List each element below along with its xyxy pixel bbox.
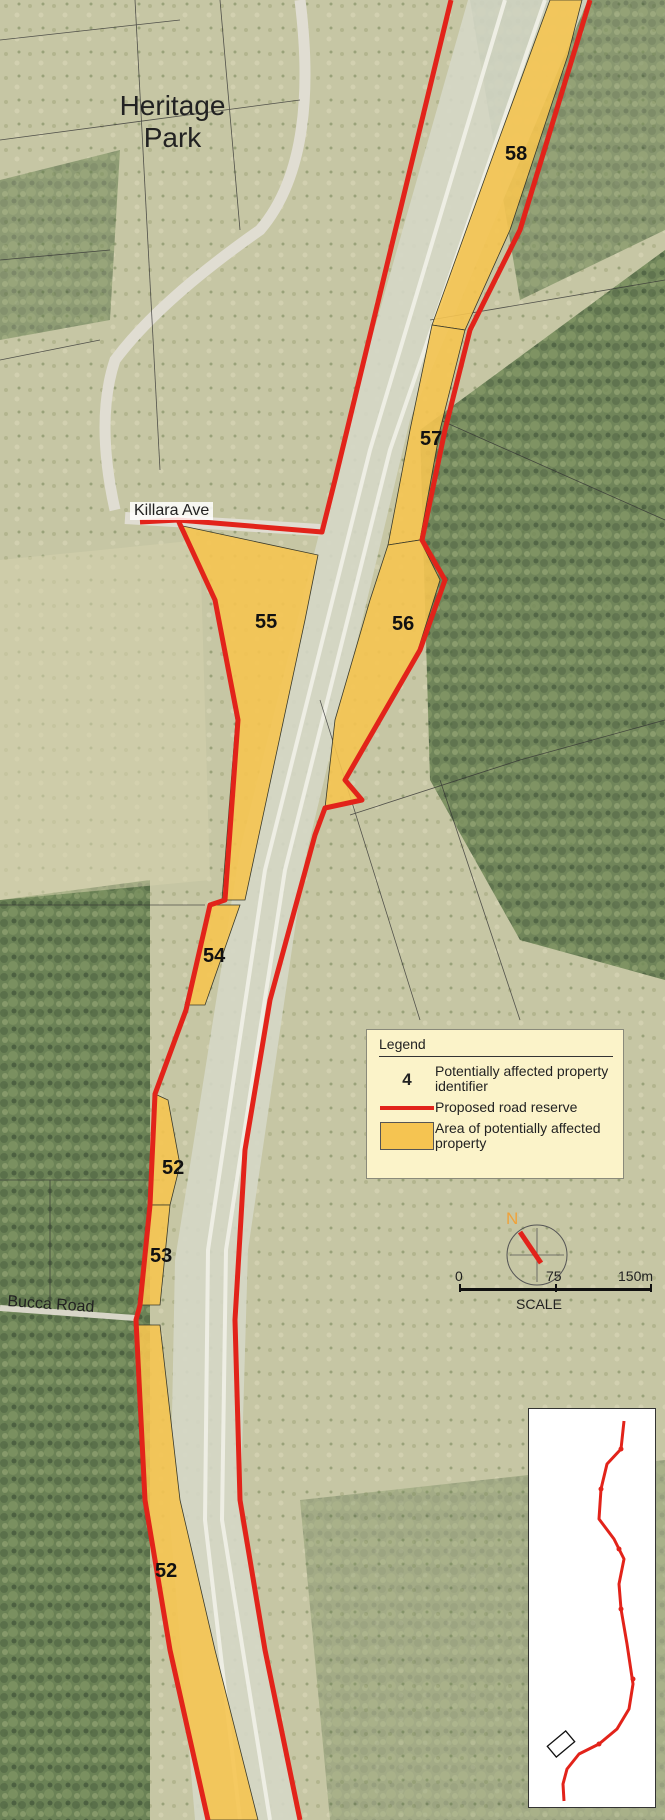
highway-lane-east (219, 0, 547, 1820)
locator-extent-box (546, 1730, 576, 1758)
cadastral-boundaries (0, 0, 665, 1300)
north-label: N (506, 1209, 518, 1228)
legend-panel: Legend 4 Potentially affected property i… (366, 1029, 624, 1179)
property-label-53: 53 (150, 1245, 172, 1267)
scale-tick-0: 0 (455, 1268, 463, 1284)
road-reserve-killara (139, 517, 179, 525)
legend-identifier-symbol: 4 (402, 1069, 412, 1089)
locator-map-icon (546, 1420, 636, 1802)
affected-area-swatch (380, 1122, 434, 1150)
affected-areas (135, 0, 583, 1820)
vegetation-east (420, 250, 665, 980)
road-reserve-east (232, 0, 593, 1820)
highway-lane-west (202, 0, 507, 1820)
locator-inset (528, 1408, 656, 1808)
property-label-56: 56 (392, 613, 414, 635)
road-reserve-west (133, 0, 454, 1820)
legend-title: Legend (379, 1036, 613, 1057)
bucca-road-road (0, 1305, 136, 1321)
property-label-52-south: 52 (155, 1560, 177, 1582)
scale-tick-150: 150m (618, 1268, 654, 1284)
north-arrow-icon: N (506, 1209, 568, 1286)
road-reserve-lines (133, 0, 593, 1820)
legend-identifier-label: Potentially affected property identifier (435, 1063, 609, 1094)
heritage-park-road (99, 0, 311, 512)
legend-row-area: Area of potentially affected property (379, 1121, 613, 1151)
paddock-west (0, 540, 210, 900)
road-reserve-swatch (380, 1105, 434, 1110)
road-label-killara-ave: Killara Ave (130, 502, 214, 520)
property-label-55: 55 (255, 611, 277, 633)
locator-route (561, 1420, 635, 1802)
scale-bar: 0 75 150m SCALE (455, 1268, 658, 1316)
legend-area-label: Area of potentially affected property (435, 1120, 601, 1151)
legend-row-road-reserve: Proposed road reserve (379, 1100, 613, 1115)
vegetation-west (0, 880, 150, 1820)
property-label-54: 54 (203, 945, 226, 967)
legend-road-reserve-label: Proposed road reserve (435, 1099, 578, 1115)
property-label-57: 57 (420, 428, 442, 450)
scale-label: SCALE (516, 1296, 562, 1312)
legend-row-identifier: 4 Potentially affected property identifi… (379, 1064, 613, 1094)
property-label-52-north: 52 (162, 1157, 184, 1179)
area-58 (431, 0, 583, 331)
property-label-58: 58 (505, 143, 527, 165)
vegetation-nw (0, 150, 120, 340)
scale-tick-75: 75 (546, 1268, 562, 1284)
place-label-heritage-park: Heritage Park (119, 90, 226, 153)
